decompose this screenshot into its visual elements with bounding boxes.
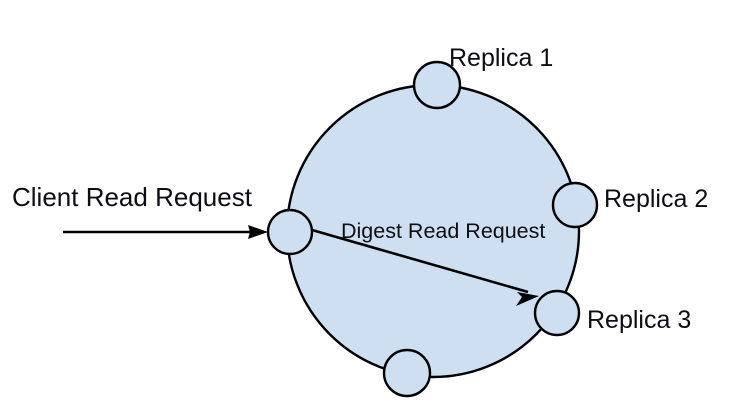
replica-2-label: Replica 2 (604, 185, 708, 213)
digest-read-request-arrow-head (516, 292, 539, 306)
bottom-node[interactable] (382, 348, 432, 398)
digest-read-request-arrow-shaft (311, 228, 529, 294)
client-read-request-arrow-head (248, 225, 268, 239)
replica-3-node[interactable] (533, 289, 581, 337)
digest-read-request-label: Digest Read Request (341, 219, 545, 243)
coordinator-node[interactable] (266, 208, 314, 256)
replica-3-label: Replica 3 (587, 306, 691, 334)
client-read-request-label: Client Read Request (12, 182, 253, 212)
replica-1-node[interactable] (412, 60, 462, 110)
replica-1-label: Replica 1 (449, 44, 553, 72)
replica-2-node[interactable] (551, 181, 599, 229)
